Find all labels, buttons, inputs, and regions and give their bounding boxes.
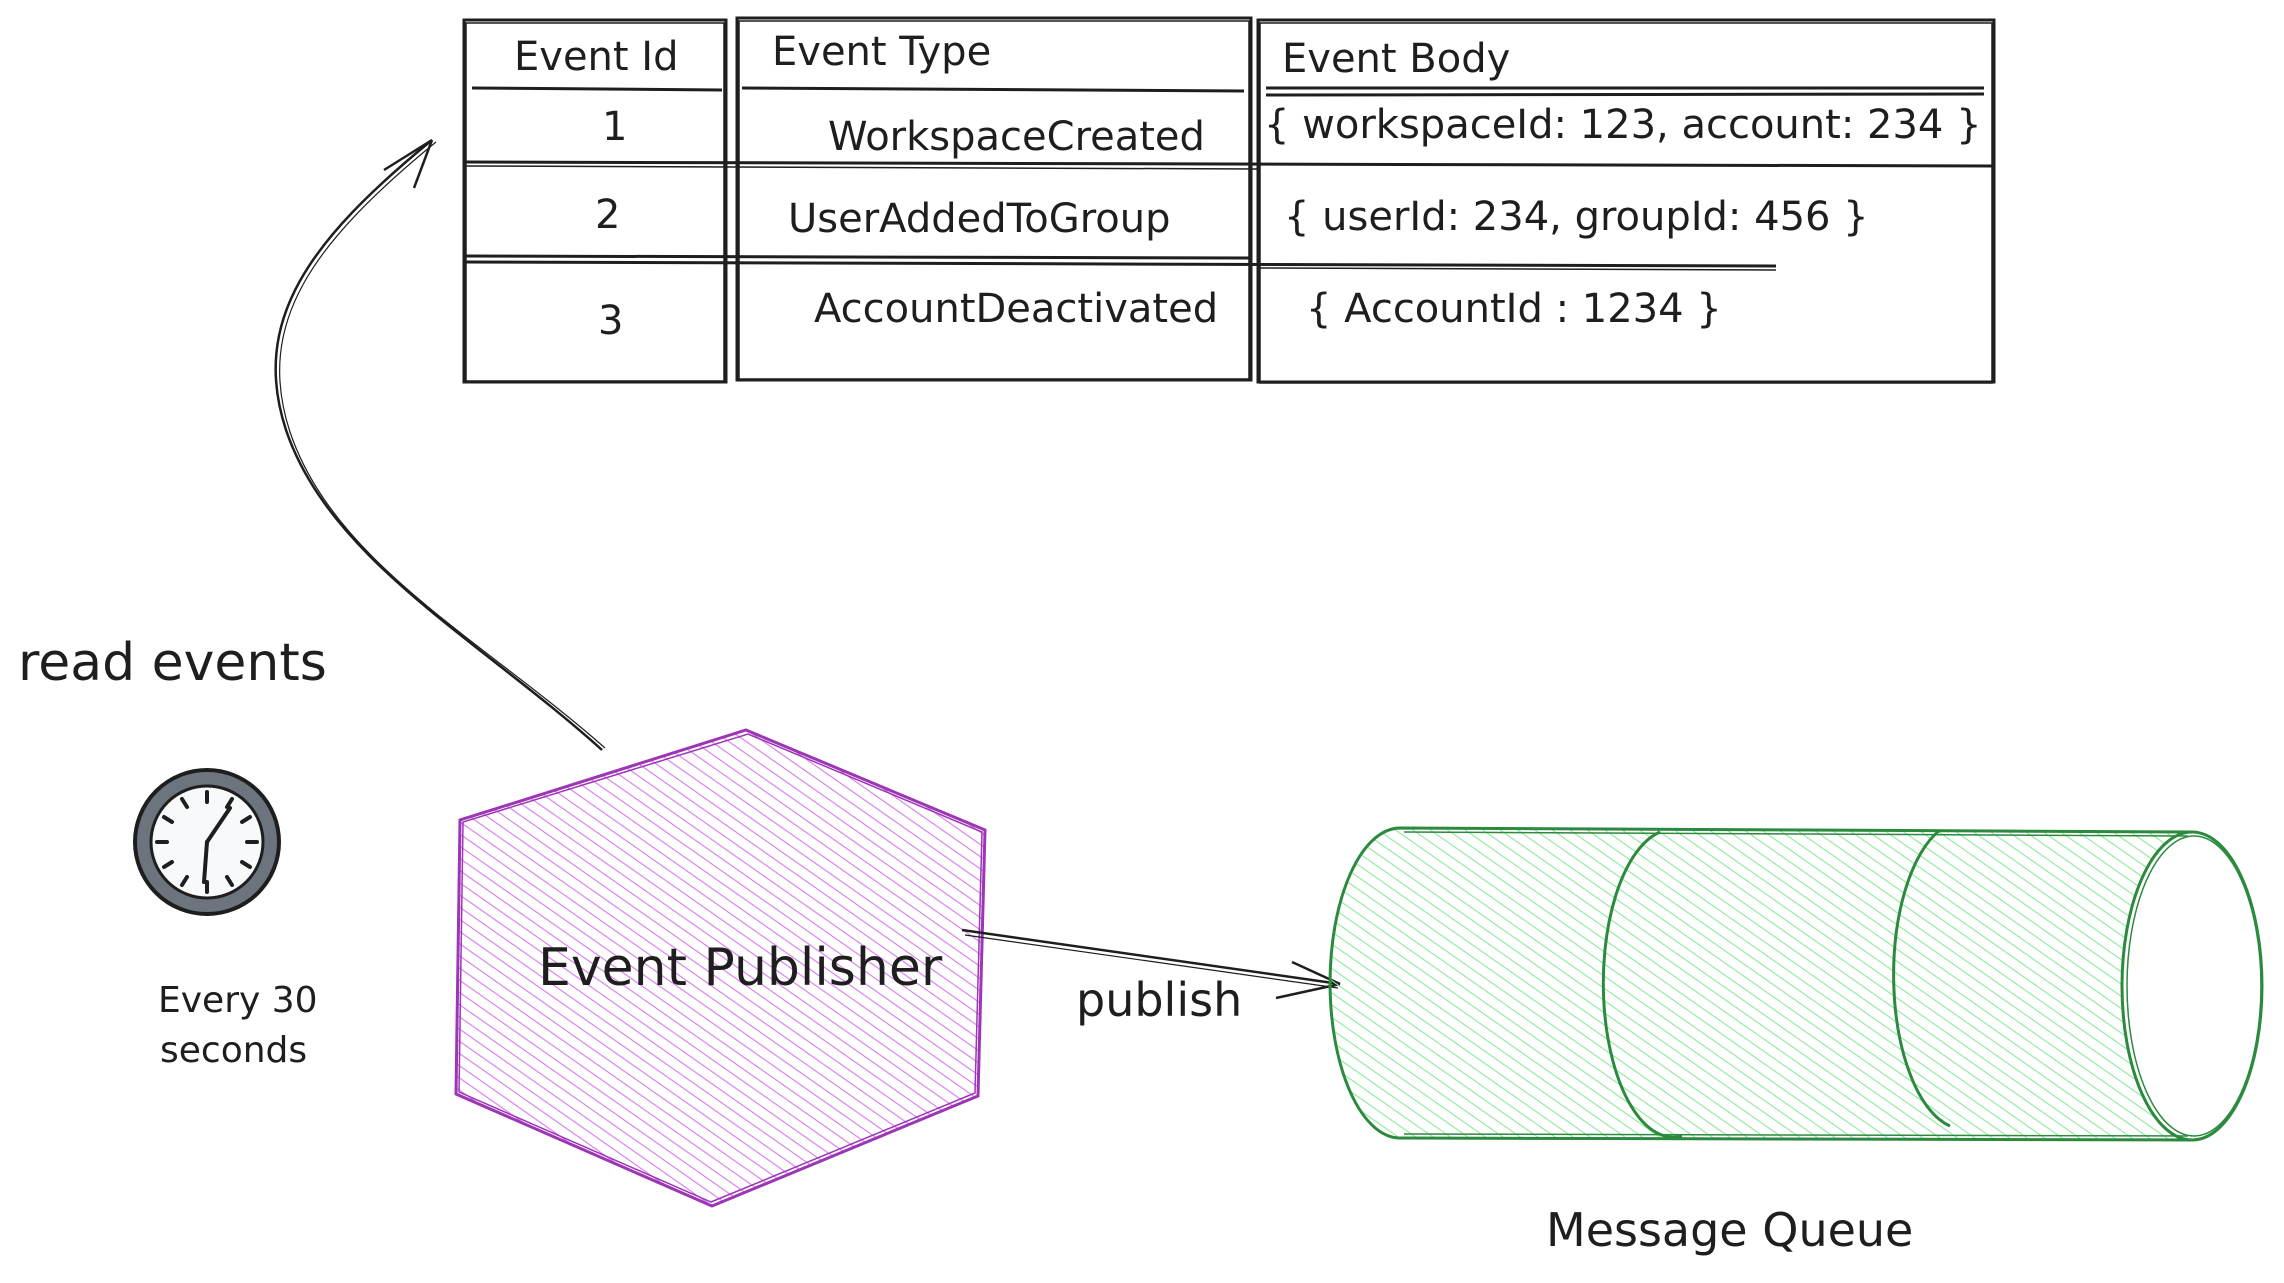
table-cell-event-body: { workspaceId: 123, account: 234 } bbox=[1264, 102, 1982, 148]
table-header-event-id: Event Id bbox=[514, 34, 679, 80]
table-row: 3 AccountDeactivated { AccountId : 1234 … bbox=[598, 286, 1722, 344]
read-events-arrow bbox=[274, 138, 606, 751]
table-row: 1 WorkspaceCreated { workspaceId: 123, a… bbox=[602, 102, 1982, 160]
table-header-event-type: Event Type bbox=[772, 29, 991, 75]
table-cell-event-id: 3 bbox=[598, 298, 623, 344]
table-cell-event-id: 2 bbox=[595, 192, 620, 238]
message-queue-label: Message Queue bbox=[1546, 1203, 1913, 1257]
table-cell-event-type: WorkspaceCreated bbox=[828, 114, 1205, 160]
table-column-event-body bbox=[1256, 18, 1996, 384]
event-publisher-label: Event Publisher bbox=[538, 938, 943, 998]
events-table bbox=[462, 16, 1996, 384]
table-header-event-body: Event Body bbox=[1282, 36, 1510, 82]
read-events-label: read events bbox=[18, 633, 327, 693]
event-publisher-hexagon bbox=[454, 728, 987, 1208]
message-queue-cylinder bbox=[1328, 826, 2264, 1142]
table-column-event-type bbox=[735, 16, 1253, 382]
table-cell-event-type: UserAddedToGroup bbox=[788, 196, 1171, 242]
publish-label: publish bbox=[1076, 973, 1242, 1027]
table-cell-event-body: { AccountId : 1234 } bbox=[1306, 286, 1722, 332]
schedule-label-line1: Every 30 bbox=[158, 980, 318, 1021]
table-cell-event-body: { userId: 234, groupId: 456 } bbox=[1284, 194, 1869, 240]
table-column-event-id bbox=[462, 18, 728, 384]
table-cell-event-type: AccountDeactivated bbox=[814, 286, 1218, 332]
table-cell-event-id: 1 bbox=[602, 104, 627, 150]
schedule-label-line2: seconds bbox=[160, 1030, 307, 1071]
table-row: 2 UserAddedToGroup { userId: 234, groupI… bbox=[595, 192, 1869, 242]
clock-icon bbox=[133, 768, 281, 916]
